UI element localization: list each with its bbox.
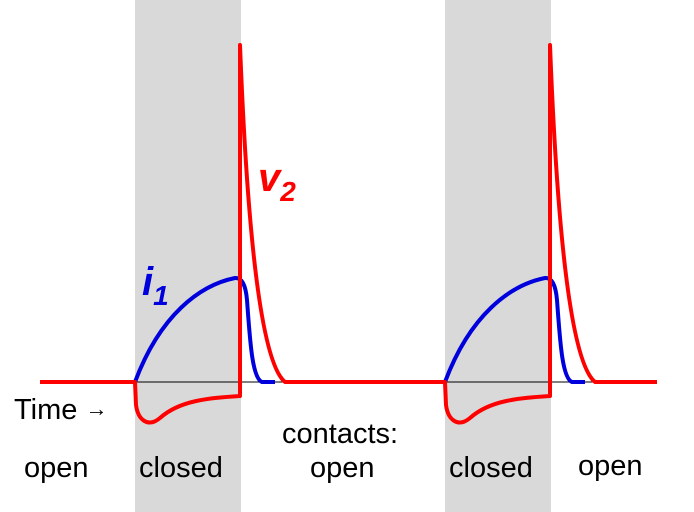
closed-band-2 (445, 0, 551, 512)
v2-label: v2 (258, 158, 296, 206)
time-label: Time → (14, 396, 107, 425)
i1-letter: i (142, 260, 154, 304)
voltage-v2-cycle-1 (40, 43, 290, 425)
voltage-v2-cycle-2 (290, 43, 657, 425)
closed-band-1 (135, 0, 241, 512)
v2-subscript: 2 (280, 176, 296, 207)
state-closed-1: closed (139, 452, 223, 484)
contacts-label: contacts: (282, 418, 399, 450)
state-open-1: open (24, 452, 89, 484)
i1-subscript: 1 (153, 280, 169, 311)
i1-label: i1 (142, 262, 169, 310)
v2-letter: v (258, 156, 281, 200)
time-arrow: → (85, 396, 108, 421)
state-closed-2: closed (449, 452, 533, 484)
time-text: Time (14, 394, 78, 426)
state-open-3: open (578, 450, 643, 482)
state-open-2: open (310, 452, 375, 484)
